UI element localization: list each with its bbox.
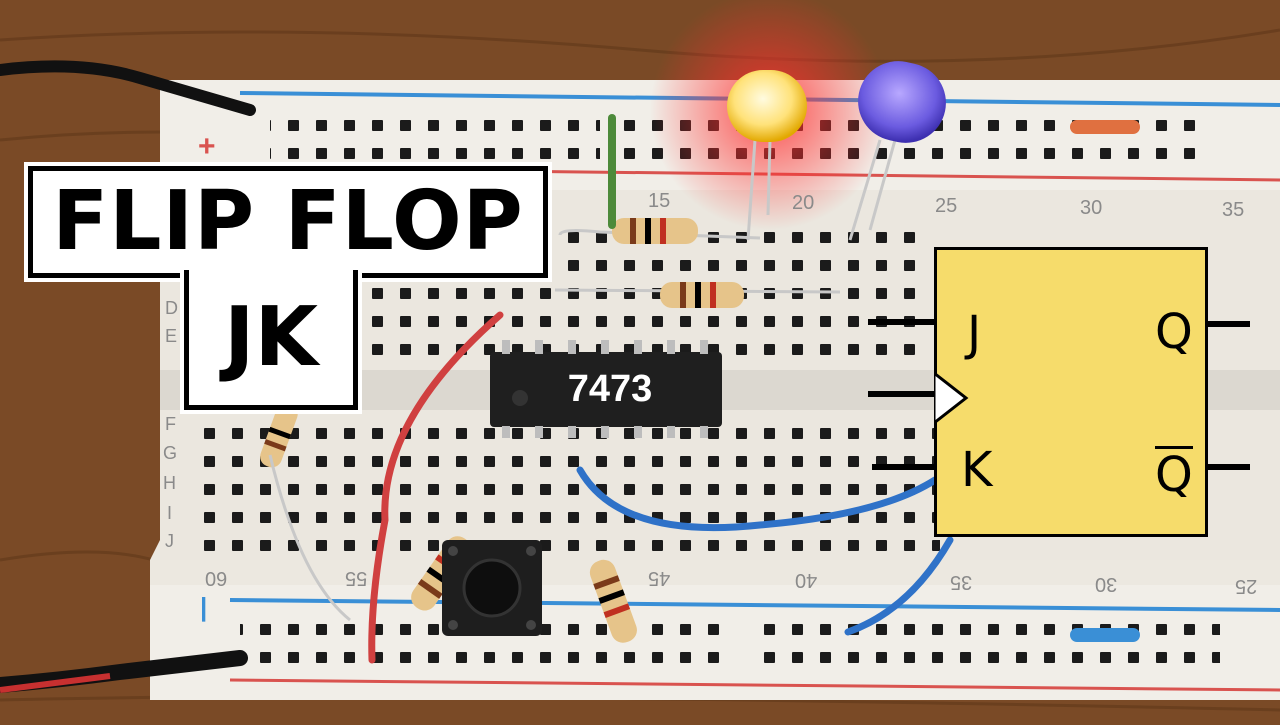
row-label-i: I bbox=[167, 503, 173, 523]
blue-led bbox=[848, 61, 946, 241]
row-label-g: G bbox=[163, 443, 178, 463]
title-banner: FLIP FLOP bbox=[24, 162, 552, 282]
jk-flipflop-symbol: J K Q Q bbox=[934, 247, 1208, 537]
red-wire bbox=[368, 311, 504, 664]
col-label-45: 45 bbox=[648, 567, 671, 589]
col-label-35: 35 bbox=[1222, 199, 1245, 221]
pin-label-j: J bbox=[967, 306, 982, 362]
rail-plus-sign: + bbox=[198, 130, 216, 163]
row-label-d: D bbox=[165, 298, 178, 318]
col-label-55: 55 bbox=[345, 567, 368, 589]
col-label-25b: 25 bbox=[1235, 575, 1258, 597]
col-label-60: 60 bbox=[205, 567, 228, 589]
jumper-blue bbox=[1070, 628, 1140, 642]
resistor-top-2 bbox=[554, 282, 841, 308]
title-text: FLIP FLOP bbox=[52, 174, 524, 269]
row-label-j: J bbox=[165, 531, 174, 551]
resistor-top-1 bbox=[558, 218, 761, 244]
col-label-15: 15 bbox=[648, 190, 671, 212]
jumper-orange bbox=[1070, 120, 1140, 134]
subtitle-banner: JK bbox=[180, 266, 362, 414]
clock-triangle-icon bbox=[934, 371, 969, 425]
blue-wire bbox=[576, 466, 939, 532]
rail-minus-sign: | bbox=[200, 592, 208, 622]
col-label-25: 25 bbox=[935, 195, 958, 217]
col-label-35b: 35 bbox=[950, 571, 973, 593]
col-label-40: 40 bbox=[795, 569, 818, 591]
ff-pin-lines bbox=[868, 319, 1250, 470]
pin-label-q: Q bbox=[1155, 304, 1193, 360]
col-label-30: 30 bbox=[1080, 197, 1103, 219]
yellow-led bbox=[727, 70, 807, 241]
resistor-left bbox=[260, 403, 298, 468]
pin-label-q-bar: Q bbox=[1155, 446, 1193, 503]
subtitle-text: JK bbox=[223, 289, 319, 385]
push-button bbox=[442, 540, 542, 636]
col-label-30b: 30 bbox=[1095, 573, 1118, 595]
ic-chip bbox=[490, 340, 722, 438]
blue-wire-2 bbox=[844, 536, 954, 636]
row-label-e: E bbox=[165, 326, 178, 346]
row-label-f: F bbox=[165, 414, 176, 434]
power-lead bbox=[0, 60, 256, 116]
chip-label: 7473 bbox=[567, 368, 653, 410]
resistor-right bbox=[589, 559, 637, 643]
col-label-20: 20 bbox=[792, 192, 815, 214]
pin-label-k: K bbox=[961, 442, 993, 498]
row-label-h: H bbox=[163, 473, 176, 493]
